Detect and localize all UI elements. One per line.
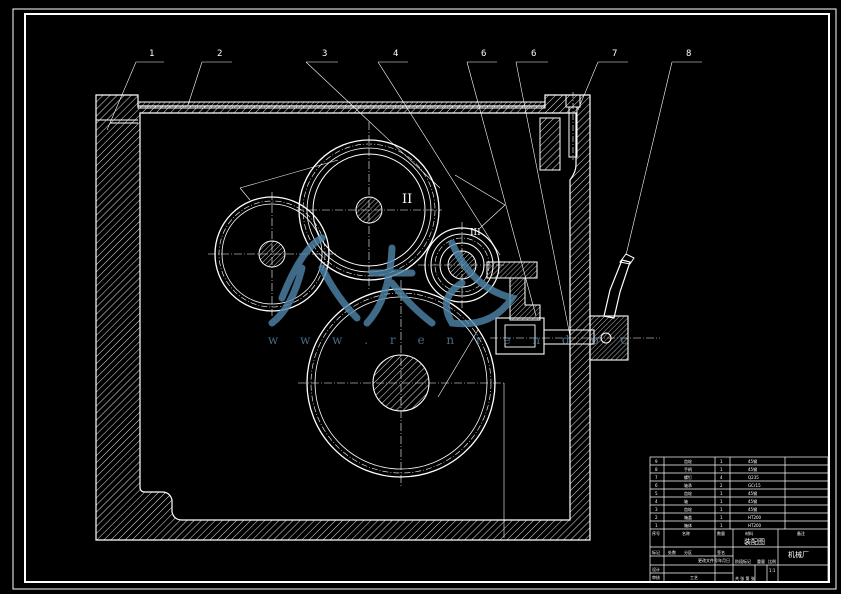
callout-2: 2 (217, 49, 223, 59)
housing-cover-strip (137, 101, 546, 109)
callout-7: 7 (612, 49, 618, 59)
shift-fork (486, 261, 660, 361)
parts-row-no: 9 (655, 459, 658, 464)
sign-signature: 签名 (717, 550, 725, 555)
parts-row-qty: 1 (720, 467, 723, 472)
header-qty: 数量 (717, 531, 725, 536)
parts-row-material: 45钢 (748, 507, 758, 512)
header-note: 备注 (797, 531, 805, 536)
sign-count: 处数 (668, 550, 676, 555)
parts-row-name: 箱盖 (684, 515, 692, 520)
parts-row-no: 5 (655, 491, 658, 496)
parts-row-no: 2 (655, 515, 658, 520)
scale-value: 1:1 (769, 568, 776, 573)
parts-row-name: 箱体 (684, 523, 692, 528)
parts-row-no: 8 (655, 467, 658, 472)
weight-label: 重量 (757, 559, 765, 564)
parts-row-material: 45钢 (748, 499, 758, 504)
stage-label: 阶段标记 (735, 559, 751, 564)
parts-row-name: 齿轮 (684, 507, 692, 512)
parts-row-no: 6 (655, 483, 658, 488)
shaft-label-ii: II (402, 192, 413, 207)
callout-6b: 6 (531, 49, 537, 59)
watermark-logo (268, 234, 518, 328)
role-process: 工艺 (690, 575, 698, 580)
watermark-url: w w w . r e n r e n d o c (268, 333, 637, 347)
parts-row-material: GCr15 (748, 483, 761, 488)
callout-1: 1 (149, 49, 155, 59)
parts-row-material: Q235 (748, 475, 759, 480)
parts-row-name: 轴承 (684, 483, 692, 488)
gear-upper (296, 122, 442, 290)
parts-row-name: 螺钉 (684, 475, 692, 480)
header-material: 材料 (745, 531, 753, 536)
header-no: 序号 (652, 531, 660, 536)
shaft-label-iii: III (470, 228, 481, 238)
parts-row-no: 3 (655, 507, 658, 512)
role-design: 设计 (652, 567, 660, 572)
parts-row-material: HT200 (748, 523, 762, 528)
leader-lines (106, 61, 702, 337)
parts-row-qty: 1 (720, 515, 723, 520)
drawing-title: 装配图 (744, 538, 765, 546)
parts-row-name: 手柄 (684, 467, 692, 472)
company-name: 机械厂 (788, 551, 809, 559)
sign-zone: 分区 (684, 550, 692, 555)
inner-border (24, 13, 830, 583)
sign-date: 年月日 (718, 558, 730, 563)
housing-wall (95, 94, 591, 541)
sign-file: 更改文件号 (698, 558, 718, 563)
parts-row-material: 45钢 (748, 459, 758, 464)
handle-8 (603, 253, 635, 319)
housing-boss-right (539, 117, 561, 171)
header-name: 名称 (682, 531, 690, 536)
parts-row-qty: 2 (720, 483, 723, 488)
parts-row-no: 1 (655, 523, 658, 528)
parts-row-qty: 1 (720, 499, 723, 504)
sheet-info: 共 张 第 张 (735, 576, 755, 581)
title-block-grid (649, 456, 829, 583)
role-review: 审核 (652, 575, 660, 580)
parts-row-qty: 1 (720, 523, 723, 528)
scale-label: 比例 (768, 559, 776, 564)
outer-border (12, 8, 837, 590)
parts-row-qty: 1 (720, 459, 723, 464)
parts-row-name: 齿轮 (684, 459, 692, 464)
callout-8: 8 (686, 49, 692, 59)
parts-row-name: 轴 (684, 499, 688, 504)
parts-row-qty: 4 (720, 475, 723, 480)
parts-row-material: HT200 (748, 515, 762, 520)
parts-row-qty: 1 (720, 491, 723, 496)
callout-3: 3 (322, 49, 328, 59)
dimension-lines (239, 159, 506, 538)
parts-row-qty: 1 (720, 507, 723, 512)
parts-row-material: 45钢 (748, 491, 758, 496)
callout-4: 4 (393, 49, 399, 59)
sign-mark: 标记 (652, 550, 660, 555)
parts-row-no: 7 (655, 475, 658, 480)
parts-row-material: 45钢 (748, 467, 758, 472)
callout-6a: 6 (481, 49, 487, 59)
parts-row-name: 齿轮 (684, 491, 692, 496)
parts-row-no: 4 (655, 499, 658, 504)
housing-flange-left (96, 119, 138, 124)
